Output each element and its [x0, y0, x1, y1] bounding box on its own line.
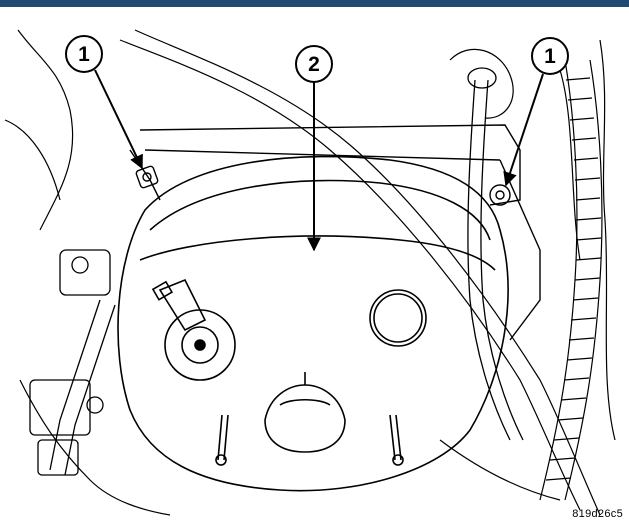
top-color-bar [0, 0, 629, 7]
booster-mounting-nut-right [489, 184, 511, 206]
callout-2: 2 [295, 45, 333, 252]
vacuum-hose [467, 67, 524, 441]
mounting-studs [215, 414, 404, 466]
booster-mounting-nut-left [135, 165, 159, 189]
center-dome [264, 372, 346, 453]
callout-1-left: 1 [65, 35, 143, 170]
wiring-harness [539, 59, 603, 501]
engine-bay-background [4, 29, 616, 516]
figure-id-label: 819d26c5 [572, 508, 623, 520]
callout-number: 2 [308, 53, 320, 76]
master-cylinder-port [369, 289, 427, 347]
brake-booster-diagram: 1 2 1 [4, 29, 616, 516]
callout-1-right: 1 [503, 37, 569, 187]
callout-number: 1 [544, 45, 556, 68]
steering-shaft [29, 249, 116, 476]
callout-number: 1 [78, 43, 90, 66]
mounting-bracket [129, 124, 541, 341]
vacuum-check-valve [151, 278, 236, 381]
